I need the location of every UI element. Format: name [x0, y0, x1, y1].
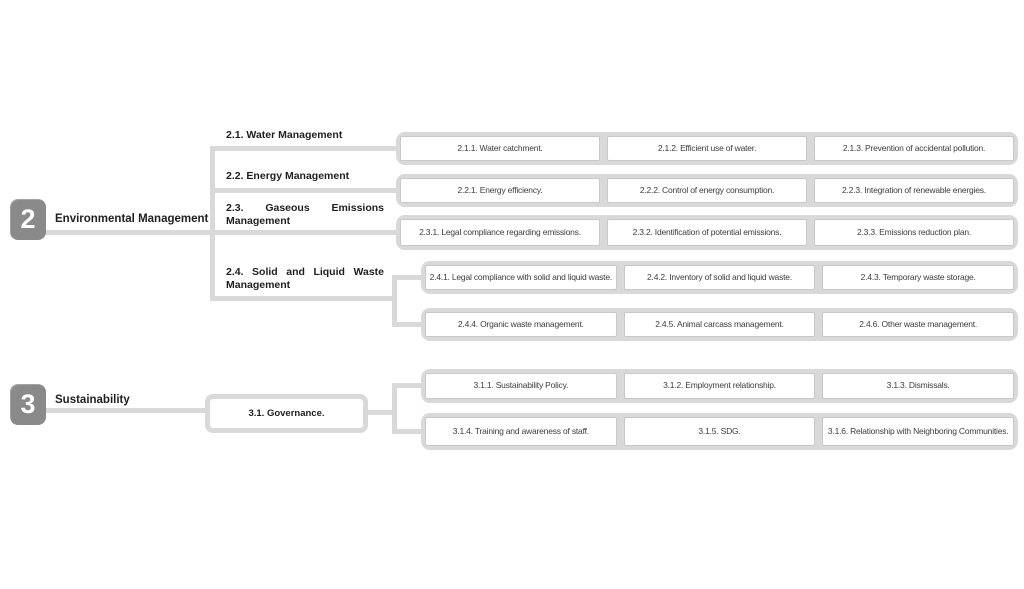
leaf-cell-2-1-2: 2.1.2. Efficient use of water.: [607, 136, 807, 161]
leaf-row-2-4b: 2.4.4. Organic waste management. 2.4.5. …: [421, 308, 1018, 341]
section-2-number-node: 2: [10, 199, 46, 240]
connector-branch-2-1: [210, 146, 398, 151]
leaf-cell-2-3-1: 2.3.1. Legal compliance regarding emissi…: [400, 219, 600, 246]
connector-main-line-2: [45, 230, 398, 235]
leaf-cell-3-1-2: 3.1.2. Employment relationship.: [623, 373, 816, 399]
connector-branch-2-4: [210, 296, 397, 301]
connector-stub-3-1-top: [392, 383, 425, 388]
branch-label-2-3: 2.3. Gaseous Emissions Management: [226, 202, 384, 227]
branch-label-2-1: 2.1. Water Management: [226, 129, 343, 141]
leaf-cell-2-4-3: 2.4.3. Temporary waste storage.: [822, 265, 1015, 290]
leaf-cell-2-4-4: 2.4.4. Organic waste management.: [425, 312, 617, 337]
branch-box-3-1-governance: 3.1. Governance.: [205, 394, 368, 433]
connector-spine-2: [210, 146, 215, 301]
branch-label-2-2: 2.2. Energy Management: [226, 170, 350, 182]
leaf-cell-3-1-1: 3.1.1. Sustainability Policy.: [425, 373, 617, 399]
leaf-row-3-1a: 3.1.1. Sustainability Policy. 3.1.2. Emp…: [421, 369, 1018, 403]
leaf-cell-2-3-3: 2.3.3. Emissions reduction plan.: [814, 219, 1014, 246]
leaf-cell-2-4-2: 2.4.2. Inventory of solid and liquid was…: [623, 265, 816, 290]
connector-bracket-3-1-vertical: [392, 383, 397, 434]
leaf-row-3-1b: 3.1.4. Training and awareness of staff. …: [421, 413, 1018, 450]
leaf-cell-2-2-3: 2.2.3. Integration of renewable energies…: [814, 178, 1014, 203]
leaf-cell-2-1-3: 2.1.3. Prevention of accidental pollutio…: [814, 136, 1014, 161]
leaf-row-2-1: 2.1.1. Water catchment. 2.1.2. Efficient…: [396, 132, 1018, 165]
connector-main-line-3: [45, 408, 208, 413]
connector-stub-3-1-bottom: [392, 429, 425, 434]
branch-label-2-4: 2.4. Solid and Liquid Waste Management: [226, 266, 384, 291]
leaf-cell-3-1-6: 3.1.6. Relationship with Neighboring Com…: [822, 417, 1015, 446]
connector-stub-2-4-top: [392, 275, 425, 280]
leaf-row-2-2: 2.2.1. Energy efficiency. 2.2.2. Control…: [396, 174, 1018, 207]
leaf-cell-2-1-1: 2.1.1. Water catchment.: [400, 136, 600, 161]
leaf-cell-2-2-2: 2.2.2. Control of energy consumption.: [607, 178, 807, 203]
connector-branch-2-2: [210, 188, 398, 193]
connector-bracket-2-4-vertical: [392, 275, 397, 327]
leaf-cell-3-1-3: 3.1.3. Dismissals.: [822, 373, 1015, 399]
leaf-cell-2-4-1: 2.4.1. Legal compliance with solid and l…: [425, 265, 617, 290]
leaf-cell-2-4-6: 2.4.6. Other waste management.: [822, 312, 1015, 337]
connector-governance-right: [366, 410, 394, 415]
leaf-cell-3-1-4: 3.1.4. Training and awareness of staff.: [425, 417, 617, 446]
section-3-number-node: 3: [10, 384, 46, 425]
section-3-title: Sustainability: [55, 394, 130, 406]
leaf-row-2-4a: 2.4.1. Legal compliance with solid and l…: [421, 261, 1018, 294]
section-2-title: Environmental Management: [55, 213, 209, 225]
connector-stub-2-4-bottom: [392, 322, 425, 327]
leaf-row-2-3: 2.3.1. Legal compliance regarding emissi…: [396, 215, 1018, 250]
leaf-cell-2-4-5: 2.4.5. Animal carcass management.: [623, 312, 816, 337]
leaf-cell-3-1-5: 3.1.5. SDG.: [623, 417, 816, 446]
leaf-cell-2-3-2: 2.3.2. Identification of potential emiss…: [607, 219, 807, 246]
leaf-cell-2-2-1: 2.2.1. Energy efficiency.: [400, 178, 600, 203]
